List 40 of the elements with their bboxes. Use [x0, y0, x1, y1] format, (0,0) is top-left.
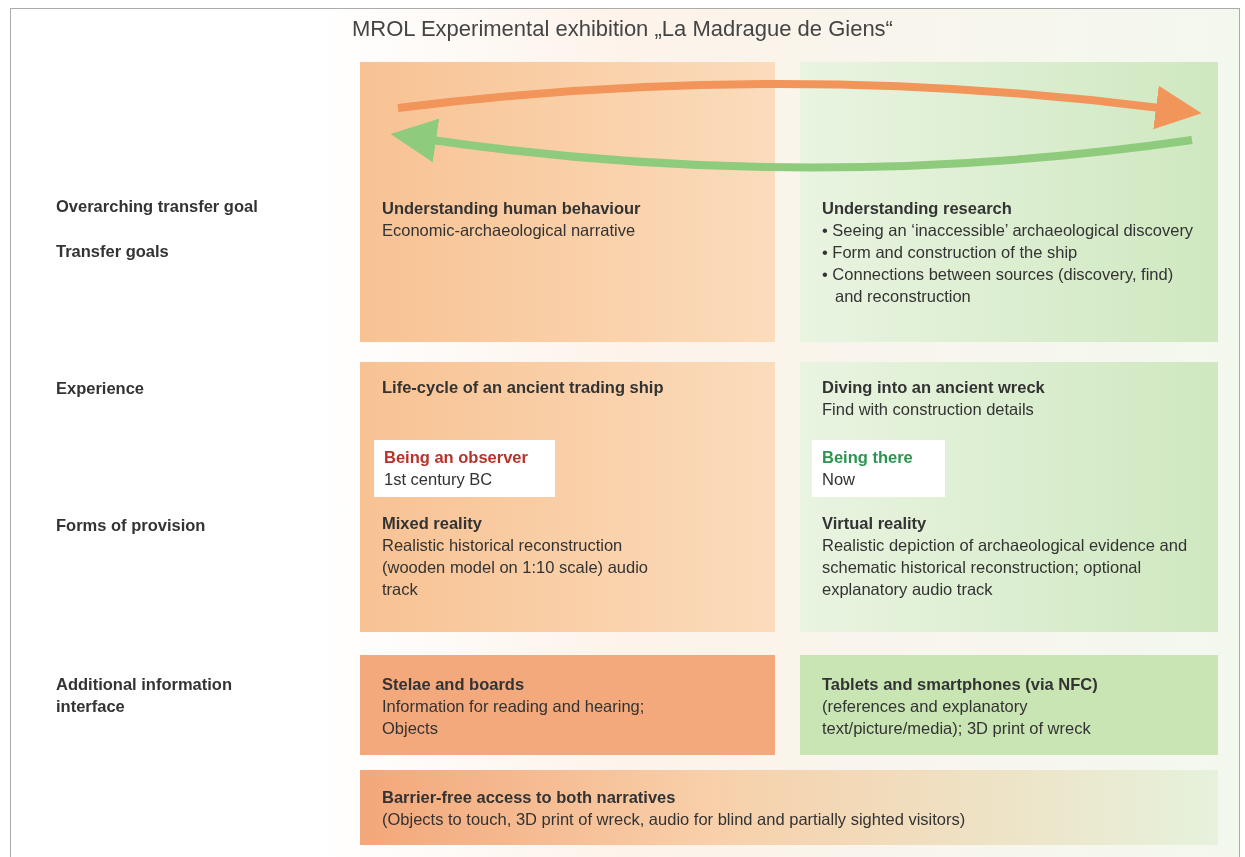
content-panel [800, 62, 1218, 342]
panel-text: 1st century BC [384, 469, 494, 490]
panel-text: Realistic depiction of archaeological evidence and schematic historical reconstruction; optional explanatory audio track [822, 535, 1189, 600]
row-label: Forms of provision [56, 515, 207, 536]
row-label: Experience [56, 378, 146, 399]
highlight-card [374, 440, 555, 497]
panel-heading: Being there [822, 447, 914, 468]
content-panel [360, 770, 1218, 845]
content-panel [360, 655, 775, 755]
panel-heading: Virtual reality [822, 513, 928, 534]
panel-text: Realistic historical reconstruction (wooden model on 1:10 scale) audio track [382, 535, 649, 600]
panel-text: (references and explanatory text/picture/media); 3D print of wreck [822, 696, 1092, 739]
content-panel [800, 362, 1218, 632]
bullet-item: • Form and construction of the ship [822, 242, 1079, 263]
panel-heading: Understanding research [822, 198, 1013, 219]
row-label: Additional information interface [56, 674, 233, 717]
panel-text: Economic-archaeological narrative [382, 220, 637, 241]
panel-heading: Understanding human behaviour [382, 198, 642, 219]
row-label: Overarching transfer goal [56, 196, 259, 217]
arrow [397, 80, 1202, 130]
panel-heading: Stelae and boards [382, 674, 526, 695]
panel-heading: Being an observer [384, 447, 529, 468]
panel-heading: Diving into an ancient wreck [822, 377, 1046, 398]
panel-heading: Mixed reality [382, 513, 483, 534]
panel-heading: Life-cycle of an ancient trading ship [382, 377, 665, 398]
panel-text: Now [822, 469, 856, 490]
content-panel [360, 362, 775, 632]
panel-heading: Tablets and smartphones (via NFC) [822, 674, 1099, 695]
bullet-item: • Connections between sources (discovery, find) and reconstruction [822, 264, 1175, 307]
row-label: Transfer goals [56, 241, 170, 262]
bullet-item: • Seeing an ‘inaccessible’ archaeological discovery [822, 220, 1195, 241]
panel-text: Information for reading and hearing; Objects [382, 696, 646, 739]
content-panel [360, 62, 775, 342]
panel-text: Find with construction details [822, 399, 1035, 420]
highlight-card [812, 440, 945, 497]
panel-heading: Barrier-free access to both narratives [382, 787, 677, 808]
arrow [390, 118, 1193, 172]
diagram-title: MROL Experimental exhibition „La Madrague de Giens“ [351, 16, 894, 42]
content-panel [800, 655, 1218, 755]
panel-text: (Objects to touch, 3D print of wreck, audio for blind and partially sighted visitors) [382, 809, 967, 830]
